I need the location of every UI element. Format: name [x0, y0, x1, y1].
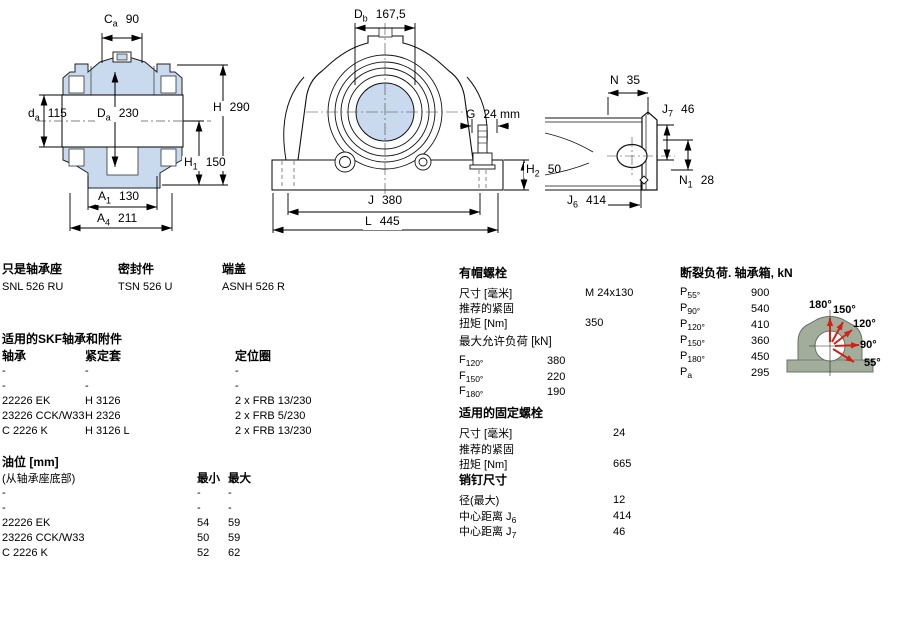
front-view-drawing [271, 23, 529, 234]
cap-bolts-section: 有帽螺栓 尺寸 [毫米]M 24x130 推荐的紧固 扭矩 [Nm]350 [459, 264, 674, 330]
table-row: --- [2, 487, 232, 500]
load-row: F180°190 [459, 385, 566, 400]
spec-row: 推荐的紧固 [459, 443, 514, 456]
designation-seal: 密封件 TSN 526 U [118, 260, 172, 293]
spec-row: 径(最大)12 [459, 494, 626, 507]
load-angle-diagram [786, 310, 874, 376]
end-cover-label: 端盖 [222, 262, 247, 276]
spec-row: 推荐的紧固 [459, 303, 514, 315]
max-load-title: 最大允许负荷 [kN] [459, 336, 552, 348]
fixing-bolts-section: 适用的固定螺栓 尺寸 [毫米]24 推荐的紧固 扭矩 [Nm]665 [459, 404, 674, 472]
pins-title: 销钉尺寸 [459, 473, 508, 487]
spec-row: 尺寸 [毫米]M 24x130 [459, 287, 634, 300]
load-row: P150°360 [680, 333, 770, 349]
angle-label-150: 150° [833, 304, 856, 316]
table-row: --- [2, 502, 232, 515]
cap-bolts-title: 有帽螺栓 [459, 266, 508, 280]
skf-parts-title: 适用的SKF轴承和附件 [2, 332, 123, 346]
angle-label-55: 55° [864, 357, 881, 369]
load-row: P180°450 [680, 349, 770, 365]
table-header-row: 轴承 紧定套 定位圈 [2, 347, 342, 364]
load-row: F150°220 [459, 369, 566, 384]
angle-label-120: 120° [853, 318, 876, 330]
end-cover-designation: ASNH 526 R [222, 281, 285, 293]
fixing-bolts-title: 适用的固定螺栓 [459, 406, 544, 420]
section-view-drawing [37, 33, 228, 232]
seal-label: 密封件 [118, 262, 155, 276]
side-view-drawing [544, 89, 693, 209]
load-row: P90°540 [680, 301, 770, 317]
designation-housing: 只是轴承座 SNL 526 RU [2, 260, 63, 293]
spec-row: 扭矩 [Nm]350 [459, 317, 604, 330]
seal-designation: TSN 526 U [118, 281, 173, 293]
table-row: --- [2, 380, 239, 393]
col-header-max: 最大 [228, 473, 251, 485]
col-header-ring: 定位圈 [235, 349, 272, 363]
spec-row: 尺寸 [毫米]24 [459, 427, 626, 440]
oil-level-subtitle: (从轴承座底部) [2, 473, 76, 485]
max-load-section: 最大允许负荷 [kN] F120°380 F150°220 F180°190 [459, 333, 674, 400]
designation-end-cover: 端盖 ASNH 526 R [222, 260, 285, 293]
angle-label-90: 90° [860, 339, 877, 351]
load-row: F120°380 [459, 353, 566, 368]
col-header-bearing: 轴承 [2, 349, 27, 363]
col-header-min: 最小 [197, 473, 220, 485]
table-header-row: (从轴承座底部) 最小 最大 [2, 470, 302, 486]
breaking-loads-title: 断裂负荷. 轴承箱, kN [680, 266, 793, 280]
angle-label-180: 180° [809, 299, 832, 311]
load-row: P55°900 [680, 285, 770, 301]
col-header-sleeve: 紧定套 [85, 349, 122, 363]
housing-only-label: 只是轴承座 [2, 262, 63, 276]
spec-row: 扭矩 [Nm]665 [459, 458, 632, 471]
housing-designation: SNL 526 RU [2, 281, 64, 293]
load-row: P120°410 [680, 317, 770, 333]
table-row: --- [2, 365, 239, 378]
breaking-loads-section: 断裂负荷. 轴承箱, kN P55°900 P90°540 P120°410 P… [680, 264, 810, 381]
oil-level-title: 油位 [mm] [2, 455, 59, 469]
